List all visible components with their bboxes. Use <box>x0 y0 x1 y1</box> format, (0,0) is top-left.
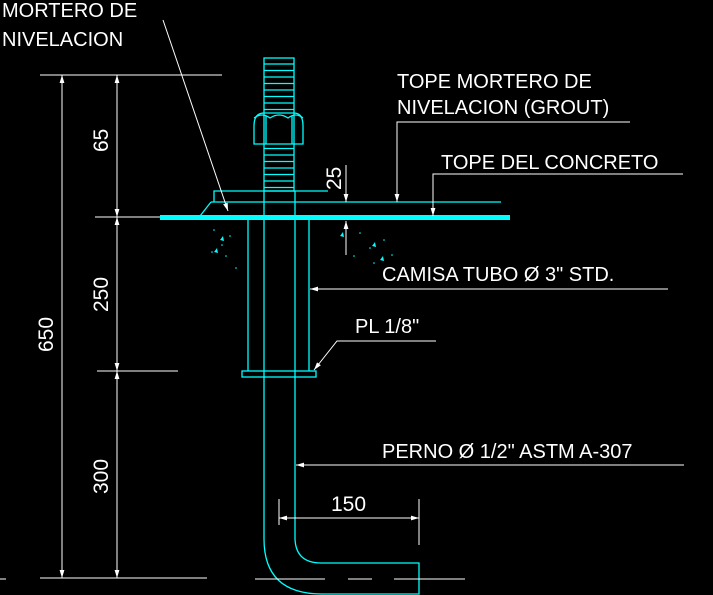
anchor-bolt <box>0 57 510 595</box>
concrete-hatch <box>211 229 393 269</box>
label-tope-mortero-line1: TOPE MORTERO DE <box>397 71 592 93</box>
dim-hook: 150 <box>331 493 366 516</box>
annotation-placa: PL 1/8" <box>313 316 436 371</box>
label-perno: PERNO Ø 1/2" ASTM A-307 <box>382 441 633 463</box>
annotation-tope-mortero: TOPE MORTERO DE NIVELACION (GROUT) <box>394 71 630 202</box>
annotation-tope-concreto: TOPE DEL CONCRETO <box>430 152 683 216</box>
bolt-hook <box>263 538 420 595</box>
concrete-top-plate <box>160 215 510 220</box>
label-placa: PL 1/8" <box>355 316 419 338</box>
washer <box>213 190 328 202</box>
dim-top: 65 <box>90 129 113 152</box>
vertical-dimensions: 650 65 250 300 <box>35 74 222 579</box>
annotation-mortero: MORTERO DE NIVELACION <box>2 0 229 212</box>
label-tope-concreto: TOPE DEL CONCRETO <box>441 152 658 174</box>
hex-nut <box>253 112 304 145</box>
label-mortero-line1: MORTERO DE <box>2 0 137 22</box>
dim-total: 650 <box>35 317 58 352</box>
dim-middle: 250 <box>90 277 113 312</box>
threaded-rod <box>263 57 295 192</box>
label-mortero-line2: NIVELACION <box>2 29 123 51</box>
base-plate <box>241 370 317 378</box>
annotation-camisa: CAMISA TUBO Ø 3" STD. <box>310 264 668 292</box>
dim-bottom: 300 <box>90 459 113 494</box>
dimension-hook: 150 <box>278 493 420 545</box>
dimension-grout: 25 <box>323 165 349 255</box>
label-camisa: CAMISA TUBO Ø 3" STD. <box>382 264 614 286</box>
label-tope-mortero-line2: NIVELACION (GROUT) <box>397 97 609 119</box>
dim-grout: 25 <box>323 167 346 190</box>
annotation-perno: PERNO Ø 1/2" ASTM A-307 <box>296 441 684 468</box>
